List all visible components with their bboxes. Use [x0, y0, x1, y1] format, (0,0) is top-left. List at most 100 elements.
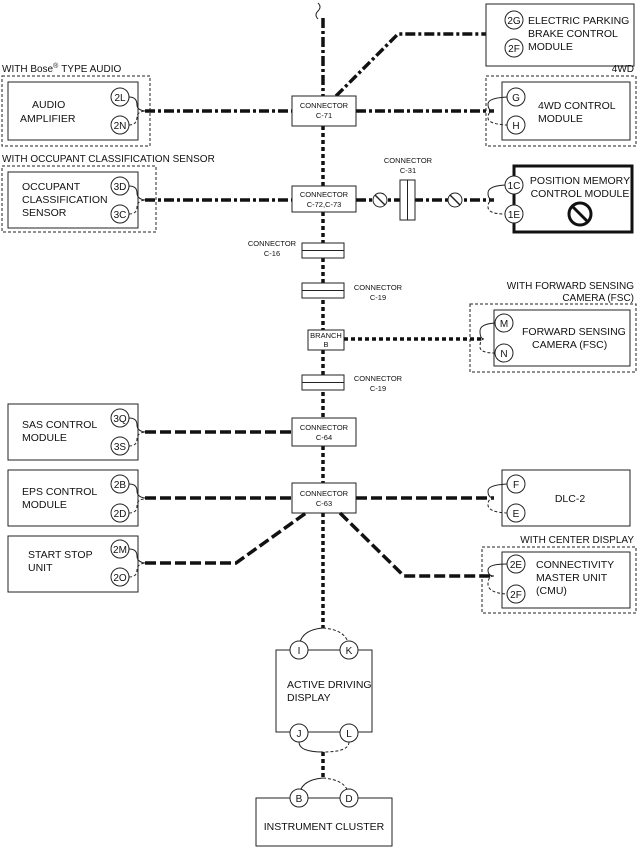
svg-text:2F: 2F	[510, 590, 522, 601]
connector-c64: CONNECTOR C-64	[291, 417, 357, 447]
svg-text:CONTROL MODULE: CONTROL MODULE	[531, 188, 630, 200]
svg-text:ACTIVE DRIVING: ACTIVE DRIVING	[287, 679, 372, 691]
connector-c72-c73: CONNECTOR C-72,C-73	[291, 185, 357, 213]
epb-title-3: MODULE	[528, 41, 573, 53]
svg-text:J: J	[297, 729, 302, 740]
cmu-group: WITH CENTER DISPLAY 2E 2F CONNECTIVITY M…	[338, 511, 637, 614]
epb-pin-2f	[504, 38, 524, 58]
svg-text:START STOP: START STOP	[28, 549, 93, 561]
audio-amp-group: WITH Bose®TYPE AUDIO AUDIO AMPLIFIER 2L …	[1, 62, 292, 147]
ssu-wire	[145, 511, 308, 565]
fourwd-title-2: MODULE	[538, 113, 583, 125]
center-display-header: WITH CENTER DISPLAY	[520, 535, 634, 546]
fourwd-header: 4WD	[612, 64, 634, 75]
svg-text:I: I	[298, 646, 301, 657]
occupant-header: WITH OCCUPANT CLASSIFICATION SENSOR	[2, 154, 215, 165]
svg-text:2E: 2E	[510, 560, 523, 571]
epb-pin-2g-label: 2G	[507, 16, 521, 27]
svg-text:3S: 3S	[114, 442, 127, 453]
svg-text:B: B	[296, 794, 303, 805]
break-symbol	[315, 2, 321, 20]
cmu-wire	[338, 511, 494, 578]
c31-label-2: C-31	[400, 166, 416, 175]
svg-text:3D: 3D	[114, 182, 127, 193]
svg-text:1E: 1E	[508, 210, 521, 221]
svg-text:DISPLAY: DISPLAY	[287, 692, 331, 704]
svg-text:EPS CONTROL: EPS CONTROL	[22, 486, 97, 498]
svg-text:OCCUPANT: OCCUPANT	[22, 181, 81, 193]
svg-text:C-72,C-73: C-72,C-73	[307, 200, 342, 209]
dlc-group: F E DLC-2	[356, 469, 631, 527]
svg-text:B: B	[323, 340, 328, 349]
epb-wire	[334, 32, 496, 98]
svg-text:H: H	[512, 121, 519, 132]
svg-text:SAS CONTROL: SAS CONTROL	[22, 419, 97, 431]
fsc-optional-frame	[469, 303, 637, 373]
svg-text:CONNECTOR: CONNECTOR	[354, 283, 403, 292]
svg-text:CONNECTOR: CONNECTOR	[354, 374, 403, 383]
audio-amp-title-1: AUDIO	[32, 99, 65, 111]
svg-text:N: N	[500, 349, 507, 360]
svg-text:MODULE: MODULE	[22, 432, 67, 444]
svg-text:2D: 2D	[114, 509, 127, 520]
svg-text:MODULE: MODULE	[22, 499, 67, 511]
svg-text:C-19: C-19	[370, 384, 386, 393]
fourwd-module-group: 4WD G H 4WD CONTROL MODULE	[356, 64, 637, 147]
ocs-optional-frame	[1, 165, 157, 233]
add-box	[275, 649, 373, 733]
audio-amp-title-2: AMPLIFIER	[20, 113, 76, 125]
svg-text:CONNECTOR: CONNECTOR	[300, 190, 349, 199]
main-trunk	[315, 2, 325, 778]
svg-text:CONNECTOR: CONNECTOR	[300, 101, 349, 110]
svg-text:CAMERA (FSC): CAMERA (FSC)	[532, 339, 607, 351]
connector-c19-lower: CONNECTOR C-19	[301, 374, 403, 393]
eps-group: EPS CONTROL MODULE 2B 2D	[7, 469, 292, 527]
epb-pin-2f-label: 2F	[508, 44, 520, 55]
ic-group: B D INSTRUMENT CLUSTER	[255, 777, 393, 847]
svg-text:C-71: C-71	[316, 111, 332, 120]
svg-text:L: L	[346, 729, 352, 740]
svg-text:(CMU): (CMU)	[536, 585, 567, 597]
fsc-header-2: CAMERA (FSC)	[562, 293, 634, 304]
ocs-group: WITH OCCUPANT CLASSIFICATION SENSOR OCCU…	[1, 154, 292, 233]
svg-text:2L: 2L	[114, 93, 126, 104]
svg-text:G: G	[512, 93, 520, 104]
fsc-header-1: WITH FORWARD SENSING	[507, 281, 634, 292]
svg-text:POSITION MEMORY: POSITION MEMORY	[530, 175, 630, 187]
svg-text:C-16: C-16	[264, 249, 280, 258]
svg-text:2O: 2O	[113, 573, 127, 584]
svg-text:C-63: C-63	[316, 499, 332, 508]
epb-title-2: BRAKE CONTROL	[528, 28, 618, 40]
connector-c19-upper: CONNECTOR C-19	[301, 282, 403, 302]
connector-c16: CONNECTOR C-16	[248, 239, 345, 259]
ic-box	[255, 797, 393, 847]
svg-text:CONNECTOR: CONNECTOR	[248, 239, 297, 248]
ic-title: INSTRUMENT CLUSTER	[264, 821, 385, 833]
svg-text:1C: 1C	[508, 181, 521, 192]
svg-text:3Q: 3Q	[113, 414, 127, 425]
svg-text:C-64: C-64	[316, 433, 332, 442]
svg-text:2B: 2B	[114, 480, 127, 491]
svg-text:2M: 2M	[113, 545, 127, 556]
svg-text:2N: 2N	[114, 121, 127, 132]
svg-text:C-19: C-19	[370, 293, 386, 302]
cmu-optional-frame	[481, 546, 637, 614]
svg-text:MASTER UNIT: MASTER UNIT	[536, 572, 608, 584]
connector-c63: CONNECTOR C-63	[291, 482, 357, 514]
svg-text:K: K	[346, 646, 353, 657]
svg-text:CLASSIFICATION: CLASSIFICATION	[22, 194, 108, 206]
epb-pin-2g	[504, 10, 524, 30]
dlc-title: DLC-2	[555, 493, 586, 505]
ssu-group: START STOP UNIT 2M 2O	[7, 511, 308, 593]
sas-group: SAS CONTROL MODULE 3Q 3S	[7, 403, 292, 461]
svg-text:D: D	[345, 794, 352, 805]
svg-text:SENSOR: SENSOR	[22, 207, 67, 219]
svg-text:UNIT: UNIT	[28, 562, 53, 574]
svg-text:M: M	[500, 319, 508, 330]
pos-mem-group: CONNECTOR C-31 1C 1E POSITION MEMORY CON…	[356, 156, 634, 234]
svg-text:BRANCH: BRANCH	[310, 331, 342, 340]
fsc-box	[493, 309, 631, 367]
add-group: I K J L ACTIVE DRIVING DISPLAY	[275, 627, 373, 753]
svg-text:3C: 3C	[114, 210, 127, 221]
svg-text:E: E	[513, 509, 520, 520]
